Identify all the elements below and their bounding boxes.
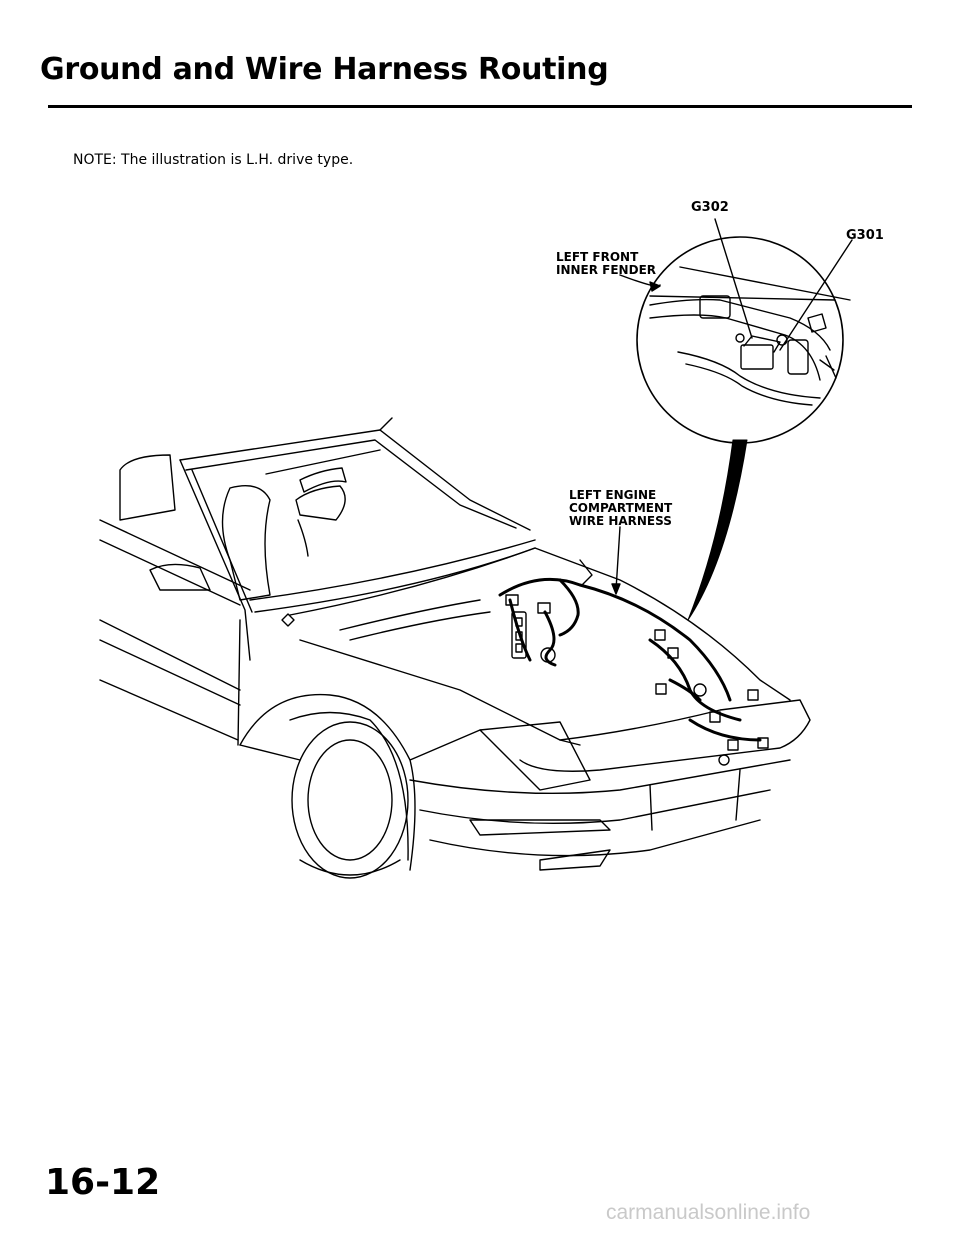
harness-label-line2: COMPARTMENT bbox=[569, 501, 673, 515]
callout-g301: G301 bbox=[846, 228, 884, 243]
leader-lines bbox=[611, 218, 853, 595]
harness-label-line3: WIRE HARNESS bbox=[569, 514, 672, 528]
title-rule bbox=[48, 105, 912, 108]
page-title: Ground and Wire Harness Routing bbox=[40, 52, 609, 87]
watermark: carmanualsonline.info bbox=[606, 1201, 811, 1224]
page-number: 16-12 bbox=[45, 1162, 161, 1203]
detail-inset bbox=[636, 236, 851, 444]
wire-harness bbox=[498, 577, 762, 742]
inset-pointer bbox=[687, 439, 748, 621]
car-body bbox=[99, 417, 811, 879]
callout-g302: G302 bbox=[691, 200, 729, 215]
fender-label-line1: LEFT FRONT bbox=[556, 250, 639, 264]
harness-label-line1: LEFT ENGINE bbox=[569, 488, 657, 502]
callout-engine-compartment-harness: LEFT ENGINE COMPARTMENT WIRE HARNESS bbox=[569, 489, 672, 528]
harness-connectors bbox=[281, 559, 769, 766]
fender-label-line2: INNER FENDER bbox=[556, 263, 657, 277]
note-text: NOTE: The illustration is L.H. drive typ… bbox=[73, 152, 354, 168]
callout-left-front-inner-fender: LEFT FRONT INNER FENDER bbox=[556, 251, 656, 277]
